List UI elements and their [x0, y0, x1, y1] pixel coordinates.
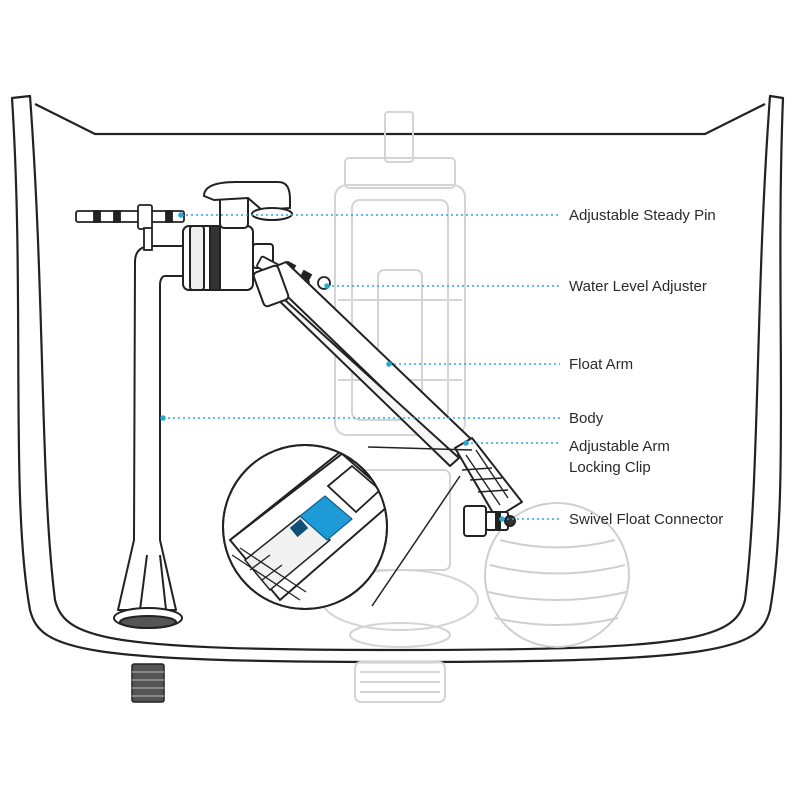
label-float-arm: Float Arm	[569, 356, 634, 373]
cistern-tank	[10, 94, 785, 664]
magnifier-detail-icon	[222, 444, 388, 610]
leader-dots	[160, 212, 505, 522]
valve-head	[182, 181, 293, 291]
label-clip-line-2: Locking Clip	[569, 459, 651, 476]
fill-valve-body	[113, 245, 191, 629]
inlet-thread	[131, 663, 165, 703]
label-body: Body	[569, 410, 604, 427]
label-water-level-adjuster: Water Level Adjuster	[569, 278, 707, 295]
label-adjustable-steady-pin: Adjustable Steady Pin	[569, 207, 716, 224]
label-clip-line-1: Adjustable Arm	[569, 438, 670, 455]
float-ball	[484, 502, 630, 648]
float-arm	[252, 261, 473, 467]
leader-lines	[163, 214, 560, 520]
steady-pin	[75, 204, 185, 251]
label-adjustable-arm-locking-clip: Adjustable Arm Locking Clip	[569, 436, 670, 478]
inset-detail	[222, 444, 473, 610]
label-swivel-float-connector: Swivel Float Connector	[569, 511, 724, 528]
